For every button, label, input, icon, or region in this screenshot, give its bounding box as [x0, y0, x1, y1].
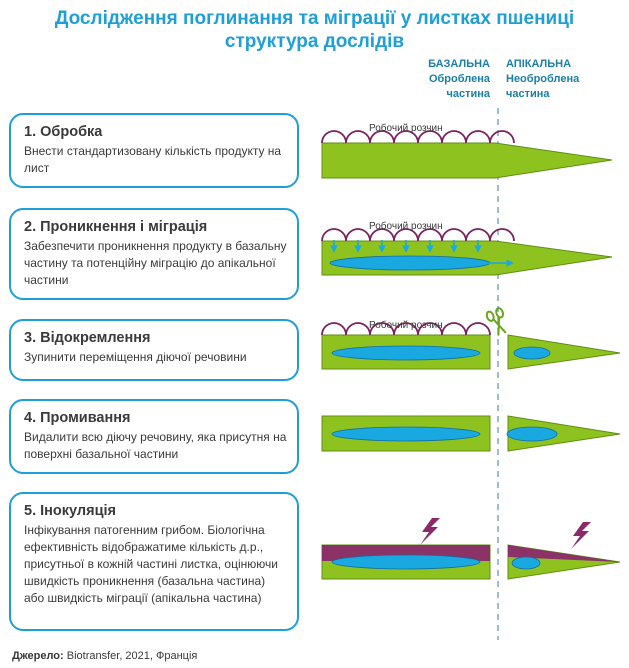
step-title: 5. Інокуляція: [24, 503, 116, 519]
leaf-row-4: [321, 415, 621, 452]
diagram-title: Дослідження поглинання та міграції у лис…: [54, 8, 575, 29]
leaf-row-2: Робочий розчин: [321, 220, 613, 276]
step-description: Зупинити переміщення діючої речовини: [24, 350, 247, 364]
apical-label-line3: частина: [506, 88, 550, 100]
step-description: Внести стандартизовану кількість продукт…: [24, 144, 282, 175]
step-title: 2. Проникнення і міграція: [24, 219, 208, 235]
leaf-row-3: Робочий розчин: [321, 307, 621, 370]
step-box-inoculation: 5. Інокуляція Інфікування патогенним гри…: [9, 492, 299, 631]
step-box-penetration: 2. Проникнення і міграція Забезпечити пр…: [9, 208, 299, 300]
step-box-treatment: 1. Обробка Внести стандартизовану кількі…: [9, 113, 299, 188]
apical-infection-layer: [508, 545, 620, 562]
basal-leaf-piece: [321, 544, 491, 580]
lightning-icon: [420, 518, 440, 545]
source-note: Джерело: Biotransfer, 2021, Франція: [12, 650, 197, 662]
source-label: Джерело:: [12, 650, 64, 662]
scissors-icon: [485, 307, 507, 336]
solution-droplets: [321, 322, 491, 336]
apical-ellipse: [511, 556, 541, 570]
step-box-separation: 3. Відокремлення Зупинити переміщення ді…: [9, 319, 299, 381]
penetration-arrows: [330, 240, 482, 253]
basal-label-line1: БАЗАЛЬНА: [428, 58, 490, 70]
active-substance-ellipse: [331, 345, 481, 361]
basal-leaf-piece: [321, 415, 491, 452]
step-description: Інфікування патогенним грибом. Біологічн…: [24, 523, 278, 605]
lightning-icon: [571, 522, 591, 549]
basal-label-line2: Оброблена: [428, 73, 490, 85]
leaf-row-5: [321, 518, 621, 580]
solution-droplets: [321, 130, 515, 144]
apical-ellipse: [513, 346, 551, 360]
active-substance-ellipse: [329, 255, 491, 271]
basal-column-label: БАЗАЛЬНА Оброблена частина: [416, 57, 490, 102]
leaf-shape: [321, 240, 613, 276]
apical-label-line2: Необроблена: [506, 73, 580, 85]
step-title: 1. Обробка: [24, 124, 103, 140]
solution-label: Робочий розчин: [369, 319, 443, 331]
basal-label-line3: частина: [446, 88, 490, 100]
apical-leaf-piece: [507, 415, 621, 452]
step-description: Видалити всю діючу речовину, яка присутн…: [24, 430, 287, 461]
source-text: Biotransfer, 2021, Франція: [66, 650, 198, 662]
infection-layer: [322, 545, 490, 561]
solution-label: Робочий розчин: [369, 122, 443, 134]
step-title: 3. Відокремлення: [24, 330, 151, 346]
basal-leaf-piece: [321, 334, 491, 370]
apical-leaf-piece: [507, 334, 621, 370]
active-substance-ellipse: [331, 426, 481, 442]
leaf-row-1: Робочий розчин: [321, 122, 613, 179]
solution-droplets: [321, 228, 515, 242]
step-title: 4. Промивання: [24, 410, 131, 426]
apical-column-label: АПІКАЛЬНА Необроблена частина: [506, 57, 586, 102]
step-box-washing: 4. Промивання Видалити всю діючу речовин…: [9, 399, 299, 474]
apical-label-line1: АПІКАЛЬНА: [506, 58, 572, 70]
diagram-subtitle: структура дослідів: [224, 31, 405, 52]
apical-ellipse: [506, 426, 558, 442]
active-substance-ellipse: [331, 554, 481, 570]
leaf-shape: [321, 142, 613, 179]
solution-label: Робочий розчин: [369, 220, 443, 232]
apical-leaf-piece: [507, 544, 621, 580]
step-description: Забезпечити проникнення продукту в базал…: [24, 239, 287, 287]
